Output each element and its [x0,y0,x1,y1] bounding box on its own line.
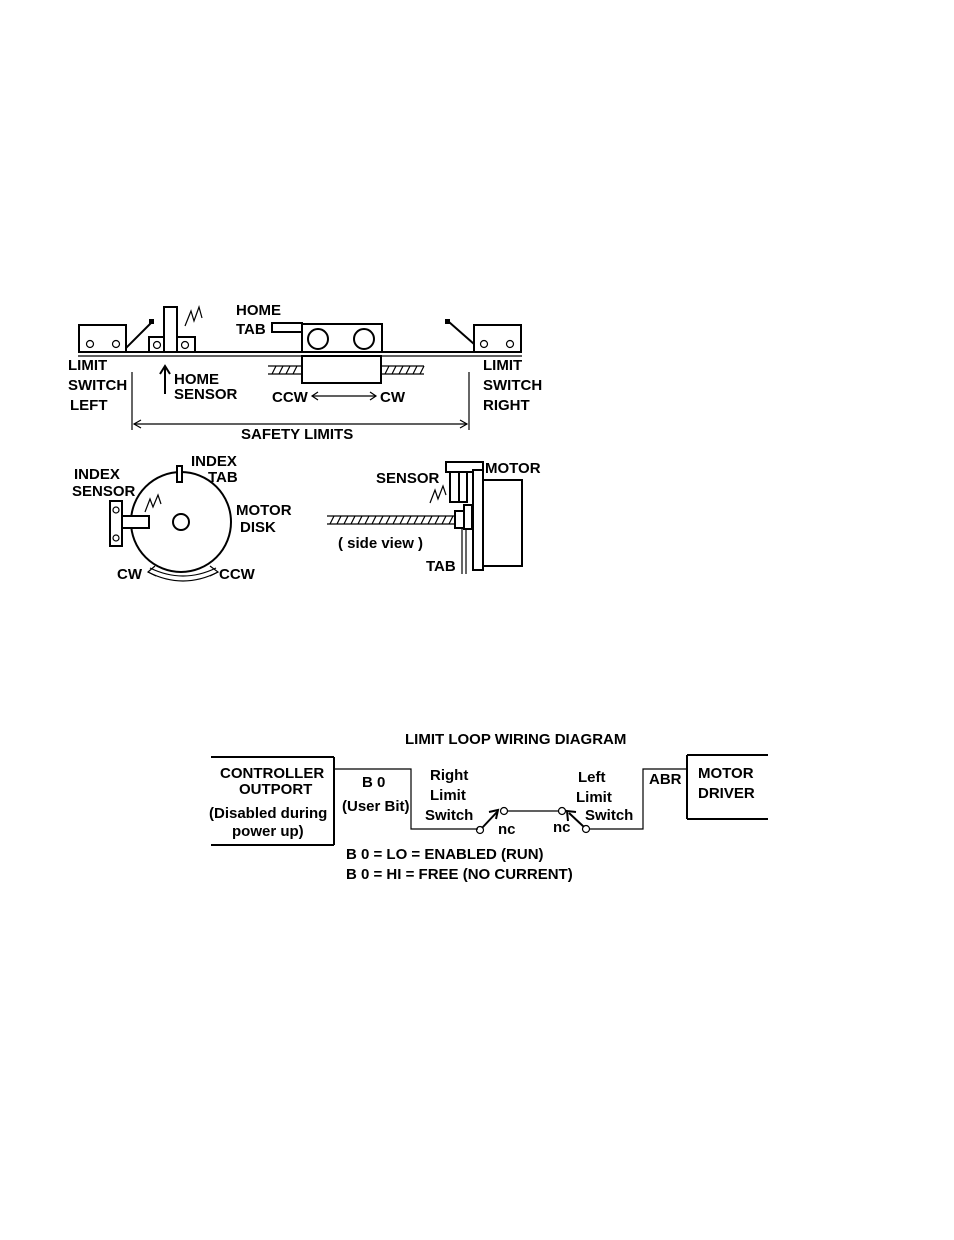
note-hi: B 0 = HI = FREE (NO CURRENT) [346,866,573,883]
user-bit-label: (User Bit) [342,798,410,815]
motor-driver-label-1: MOTOR [698,765,754,782]
side-view-figure: SENSOR MOTOR ( side view ) TAB [327,460,541,575]
right-limit-label-2: Limit [430,787,466,804]
limit-left-label-1: LIMIT [68,357,107,374]
side-motor-label: MOTOR [485,460,541,477]
side-view-label: ( side view ) [338,535,423,552]
home-tab-label-1: HOME [236,302,281,319]
left-limit-label-2: Limit [576,789,612,806]
home-sensor-body [148,305,203,353]
index-sensor-label-2: SENSOR [72,483,136,500]
nc-left-label: nc [553,819,571,836]
motor-disk-label-2: DISK [240,519,276,536]
rotation-arrow [146,565,220,582]
limit-left-label-3: LEFT [70,397,108,414]
right-limit-switch [475,806,509,835]
wire-abr [590,768,687,830]
limit-left-label-2: SWITCH [68,377,127,394]
controller-label-4: power up) [232,823,304,840]
b0-label: B 0 [362,774,385,791]
signal-icon [429,484,447,504]
motor-disk-label-1: MOTOR [236,502,292,519]
abr-label: ABR [649,771,682,788]
lead-screw [268,365,425,375]
index-sensor-label-1: INDEX [74,466,120,483]
index-tab-label-1: INDEX [191,453,237,470]
left-limit-label-1: Left [578,769,606,786]
cw-label: CW [380,389,406,406]
direction-arrow [310,391,378,401]
limit-right-label-3: RIGHT [483,397,530,414]
home-tab-body [271,322,303,333]
nc-right-label: nc [498,821,516,838]
motor-disk-figure: INDEX SENSOR INDEX TAB MOTOR DISK CW CCW [72,453,292,583]
right-limit-label-1: Right [430,767,468,784]
left-limit-switch [557,806,591,834]
disk-ccw-label: CCW [219,566,256,583]
signal-icon [184,305,203,327]
side-sensor-label: SENSOR [376,470,440,487]
wire-b0 [334,768,478,830]
home-sensor-label-2: SENSOR [174,386,238,403]
index-sensor-body [109,493,162,547]
controller-box [211,756,335,846]
motor-driver-box [686,754,768,820]
ccw-label: CCW [272,389,309,406]
limit-right-label-2: SWITCH [483,377,542,394]
safety-limits-dimension [131,372,470,430]
motor-plate [472,469,484,571]
disk-hub [172,513,190,531]
side-tab-label: TAB [426,558,456,575]
home-sensor-label-1: HOME [174,371,219,388]
note-lo: B 0 = LO = ENABLED (RUN) [346,846,544,863]
carriage [301,323,383,384]
limit-right-label-1: LIMIT [483,357,522,374]
signal-icon [144,493,162,513]
side-screw [329,515,454,525]
controller-label-2: OUTPORT [239,781,312,798]
wiring-title: LIMIT LOOP WIRING DIAGRAM [405,731,626,748]
right-limit-label-3: Switch [425,807,473,824]
disk-cw-label: CW [117,566,143,583]
safety-limits-label: SAFETY LIMITS [241,426,353,443]
limit-switch-right-body [445,319,522,353]
left-limit-label-3: Switch [585,807,633,824]
controller-label-1: CONTROLLER [220,765,324,782]
limit-switch-left-body [78,319,154,353]
wiring-diagram: LIMIT LOOP WIRING DIAGRAM CONTROLLER OUT… [209,731,768,883]
index-tab-body [176,465,183,483]
linear-stage-figure: HOME TAB LIMIT SWITCH LEFT HOME SENSOR C… [68,302,542,443]
controller-label-3: (Disabled during [209,805,327,822]
motor-body [482,479,523,567]
index-tab-label-2: TAB [208,469,238,486]
motor-driver-label-2: DRIVER [698,785,755,802]
home-tab-label-2: TAB [236,321,266,338]
